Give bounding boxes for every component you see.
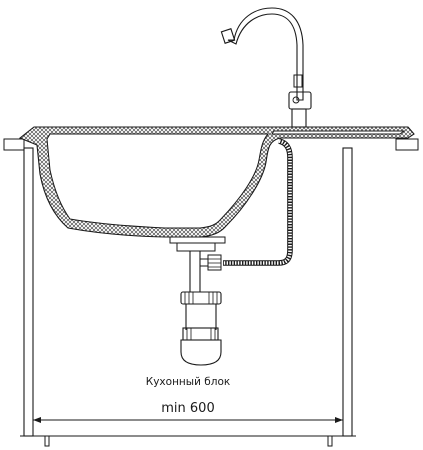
min-width-label: min 600	[161, 401, 214, 416]
countertop-right	[395, 138, 419, 151]
faucet	[220, 7, 312, 128]
sink-bowl	[18, 126, 415, 238]
drain-siphon	[169, 236, 226, 366]
cabinet-label: Кухонный блок	[146, 376, 230, 388]
flexible-hose	[223, 138, 293, 266]
countertop-left	[3, 138, 25, 151]
cabinet-legs	[44, 435, 333, 447]
dimension-line	[33, 417, 343, 423]
cabinet-walls	[20, 147, 356, 437]
